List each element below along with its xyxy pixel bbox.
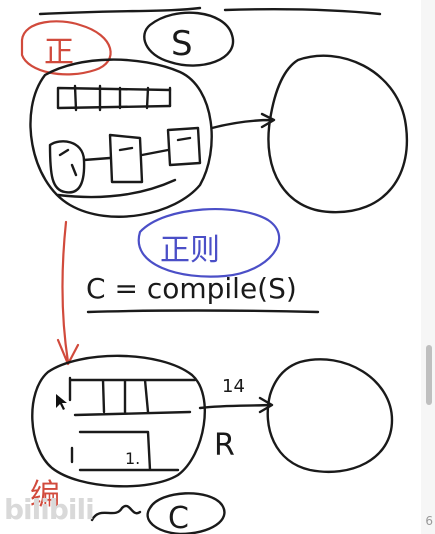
blue-note-label: 正则 bbox=[160, 233, 220, 268]
nfa-blob-2 bbox=[31, 354, 206, 488]
dfa-circle-1 bbox=[267, 54, 409, 214]
red-note-bottom: 编 bbox=[30, 478, 60, 513]
red-arrow-down bbox=[56, 220, 80, 366]
blob1-underline bbox=[56, 178, 177, 199]
blob2-row1 bbox=[68, 376, 197, 417]
transition-bottom-label: R bbox=[214, 428, 235, 463]
arrow-to-dfa-1 bbox=[210, 112, 276, 130]
row2-box-1 bbox=[48, 140, 86, 194]
row2-connectors bbox=[82, 148, 170, 162]
blue-note-circle bbox=[137, 208, 281, 278]
arrow-to-dfa-2 bbox=[198, 396, 274, 414]
s-label: S bbox=[171, 24, 193, 64]
s-label-circle bbox=[143, 11, 235, 67]
c-label: C bbox=[168, 501, 189, 534]
nfa-blob-1 bbox=[29, 58, 213, 218]
row2-box-3 bbox=[166, 126, 202, 167]
c-label-circle bbox=[146, 492, 226, 534]
watermark-logo: bilibili bbox=[4, 493, 95, 526]
dfa-circle-2 bbox=[266, 358, 394, 474]
bottom-scribble bbox=[90, 504, 142, 522]
top-stroke-left bbox=[38, 6, 202, 16]
scrollbar-thumb[interactable] bbox=[426, 345, 432, 405]
blob2-row2 bbox=[70, 430, 180, 472]
compile-equation: C = compile(S) bbox=[86, 272, 297, 305]
equation-underline bbox=[86, 309, 320, 314]
row2-box-marks bbox=[58, 136, 192, 177]
scrollbar[interactable] bbox=[421, 0, 435, 534]
state-box-text: 1. bbox=[125, 449, 140, 468]
edge-char: 6 bbox=[425, 514, 433, 528]
cursor-icon bbox=[56, 394, 67, 410]
row1-dividers bbox=[73, 84, 172, 112]
transition-top-label: 14 bbox=[222, 376, 245, 397]
top-stroke-right bbox=[223, 8, 382, 16]
red-scribble-circle bbox=[20, 20, 112, 76]
row2-box-2 bbox=[108, 133, 144, 184]
